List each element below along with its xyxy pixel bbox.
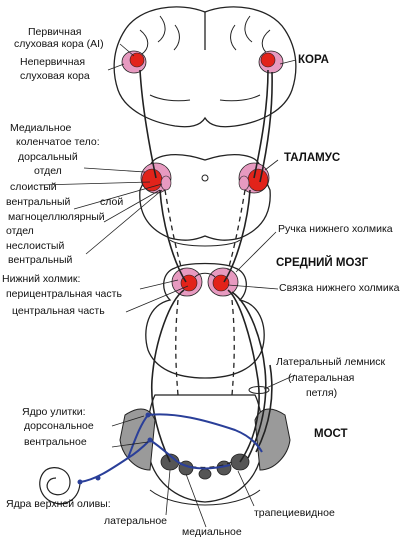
label-mgb-nonlayer-1: неслоистый [6, 240, 65, 252]
label-mgb-ventral-2: вентральный [6, 196, 71, 208]
label-mgb-title-1: Медиальное [10, 122, 72, 134]
label-lemniscus-1: Латеральный лемниск [276, 356, 386, 368]
label-ic-title: Нижний холмик: [2, 273, 81, 285]
label-nonprimary-cortex-2: слуховая кора [20, 70, 90, 82]
label-nonprimary-cortex-1: Непервичная [20, 56, 86, 68]
lemniscus-marker [248, 386, 270, 394]
cochlea-icon [39, 467, 81, 505]
label-mgb-layer: слой [100, 196, 124, 208]
auditory-cortex-left [121, 50, 147, 74]
label-thalamus: ТАЛАМУС [284, 152, 341, 164]
label-pons: МОСТ [314, 428, 348, 440]
label-olive-title: Ядра верхней оливы: [6, 498, 111, 510]
label-olive-trapezoid: трапециевидное [254, 507, 335, 519]
label-brachium: Ручка нижнего холмика [278, 223, 393, 235]
label-olive-lateral: латеральное [104, 515, 168, 527]
midbrain-section [145, 262, 265, 379]
label-primary-cortex-1: Первичная [28, 26, 82, 38]
auditory-cortex-right [258, 50, 284, 74]
commissure-fiber [194, 272, 216, 278]
label-mgb-magno-2: отдел [6, 225, 34, 237]
label-cochlear-title: Ядро улитки: [22, 406, 86, 418]
nerve-nodes [77, 412, 153, 485]
label-lemniscus-3: петля) [306, 387, 338, 399]
cortex-section [113, 6, 297, 128]
label-midbrain: СРЕДНИЙ МОЗГ [276, 257, 369, 269]
label-commissure: Связка нижнего холмика [279, 282, 400, 294]
label-cortex: КОРА [298, 54, 329, 66]
label-primary-cortex-2: слуховая кора (AI) [14, 38, 104, 50]
label-lemniscus-2: (латеральная [288, 372, 355, 384]
leader-lines [39, 43, 297, 528]
inferior-colliculus-left [171, 267, 203, 297]
inferior-colliculus-right [207, 267, 239, 297]
label-mgb-dorsal-1: дорсальный [18, 151, 78, 163]
label-cochlear-ventral: вентральное [24, 436, 87, 448]
label-mgb-nonlayer-2: вентральный [8, 254, 73, 266]
label-mgb-dorsal-2: отдел [34, 165, 62, 177]
thalamus-section [139, 154, 271, 247]
label-ic-central: центральная часть [12, 305, 105, 317]
cochlear-nerve [79, 413, 263, 483]
label-mgb-title-2: коленчатое тело: [16, 136, 100, 148]
label-cochlear-dorsal: дорсональное [24, 420, 94, 432]
pons-section [119, 394, 291, 506]
label-mgb-ventral-1: слоистый [10, 181, 57, 193]
label-olive-medial: медиальное [182, 526, 242, 538]
label-mgb-magno-1: магноцеллюлярный [8, 211, 105, 223]
label-ic-pericentral: перицентральная часть [6, 288, 122, 300]
